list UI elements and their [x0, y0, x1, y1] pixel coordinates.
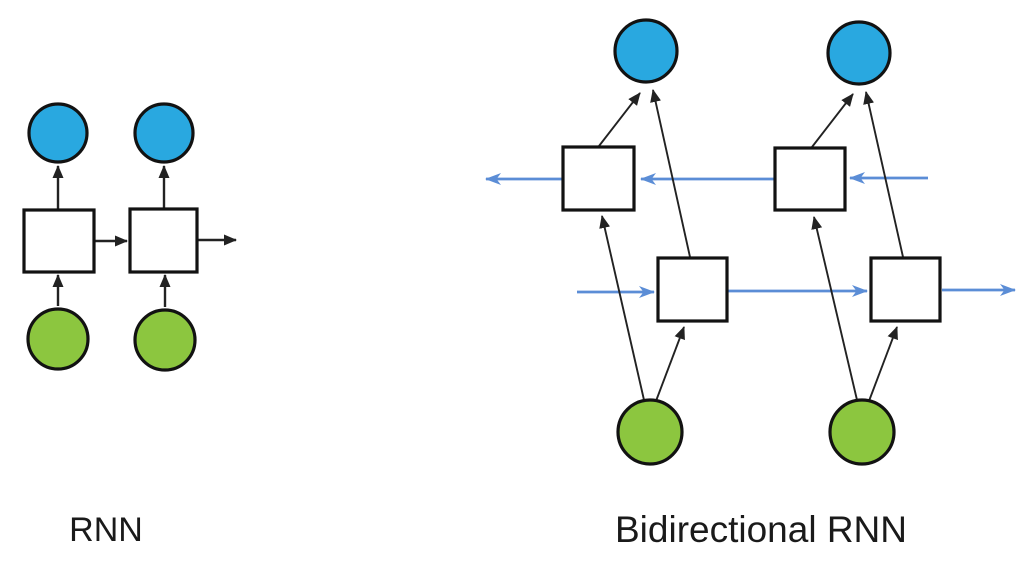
input2-to-forward2-arrow: [868, 326, 898, 402]
bidirectional-rnn-diagram-label: Bidirectional RNN: [615, 509, 907, 550]
forward-hidden-node-2: [869, 256, 942, 323]
input1-to-backward1-arrow: [599, 215, 645, 401]
birnn-input-node-2: [828, 398, 896, 466]
forward1-to-output1-arrow: [650, 89, 691, 258]
backward1-to-output1-arrow: [598, 92, 641, 147]
input2-to-backward2-arrow: [811, 216, 858, 401]
backward-hidden-node-1: [561, 145, 636, 212]
backward2-to-output2-arrow: [811, 93, 854, 148]
rnn-input-node-1: [26, 307, 90, 371]
birnn-output-node-1: [613, 18, 679, 84]
rnn-output-node-2: [133, 102, 195, 164]
input1-to-forward1-arrow: [655, 326, 685, 402]
birnn-output-node-2: [826, 20, 892, 86]
rnn-output-node-1: [27, 102, 89, 164]
rnn-diagram-label: RNN: [69, 511, 143, 549]
backward-hidden-node-2: [773, 146, 847, 212]
forward2-to-output2-arrow: [863, 91, 904, 258]
rnn-hidden-node-2: [128, 207, 199, 274]
rnn-input-node-2: [133, 308, 197, 372]
rnn-diagram: RNN: [22, 102, 237, 549]
bidirectional-rnn-diagram: Bidirectional RNN: [485, 18, 1016, 550]
rnn-hidden-node-1: [22, 208, 96, 274]
birnn-input-node-1: [616, 398, 684, 466]
forward-hidden-node-1: [656, 256, 729, 323]
